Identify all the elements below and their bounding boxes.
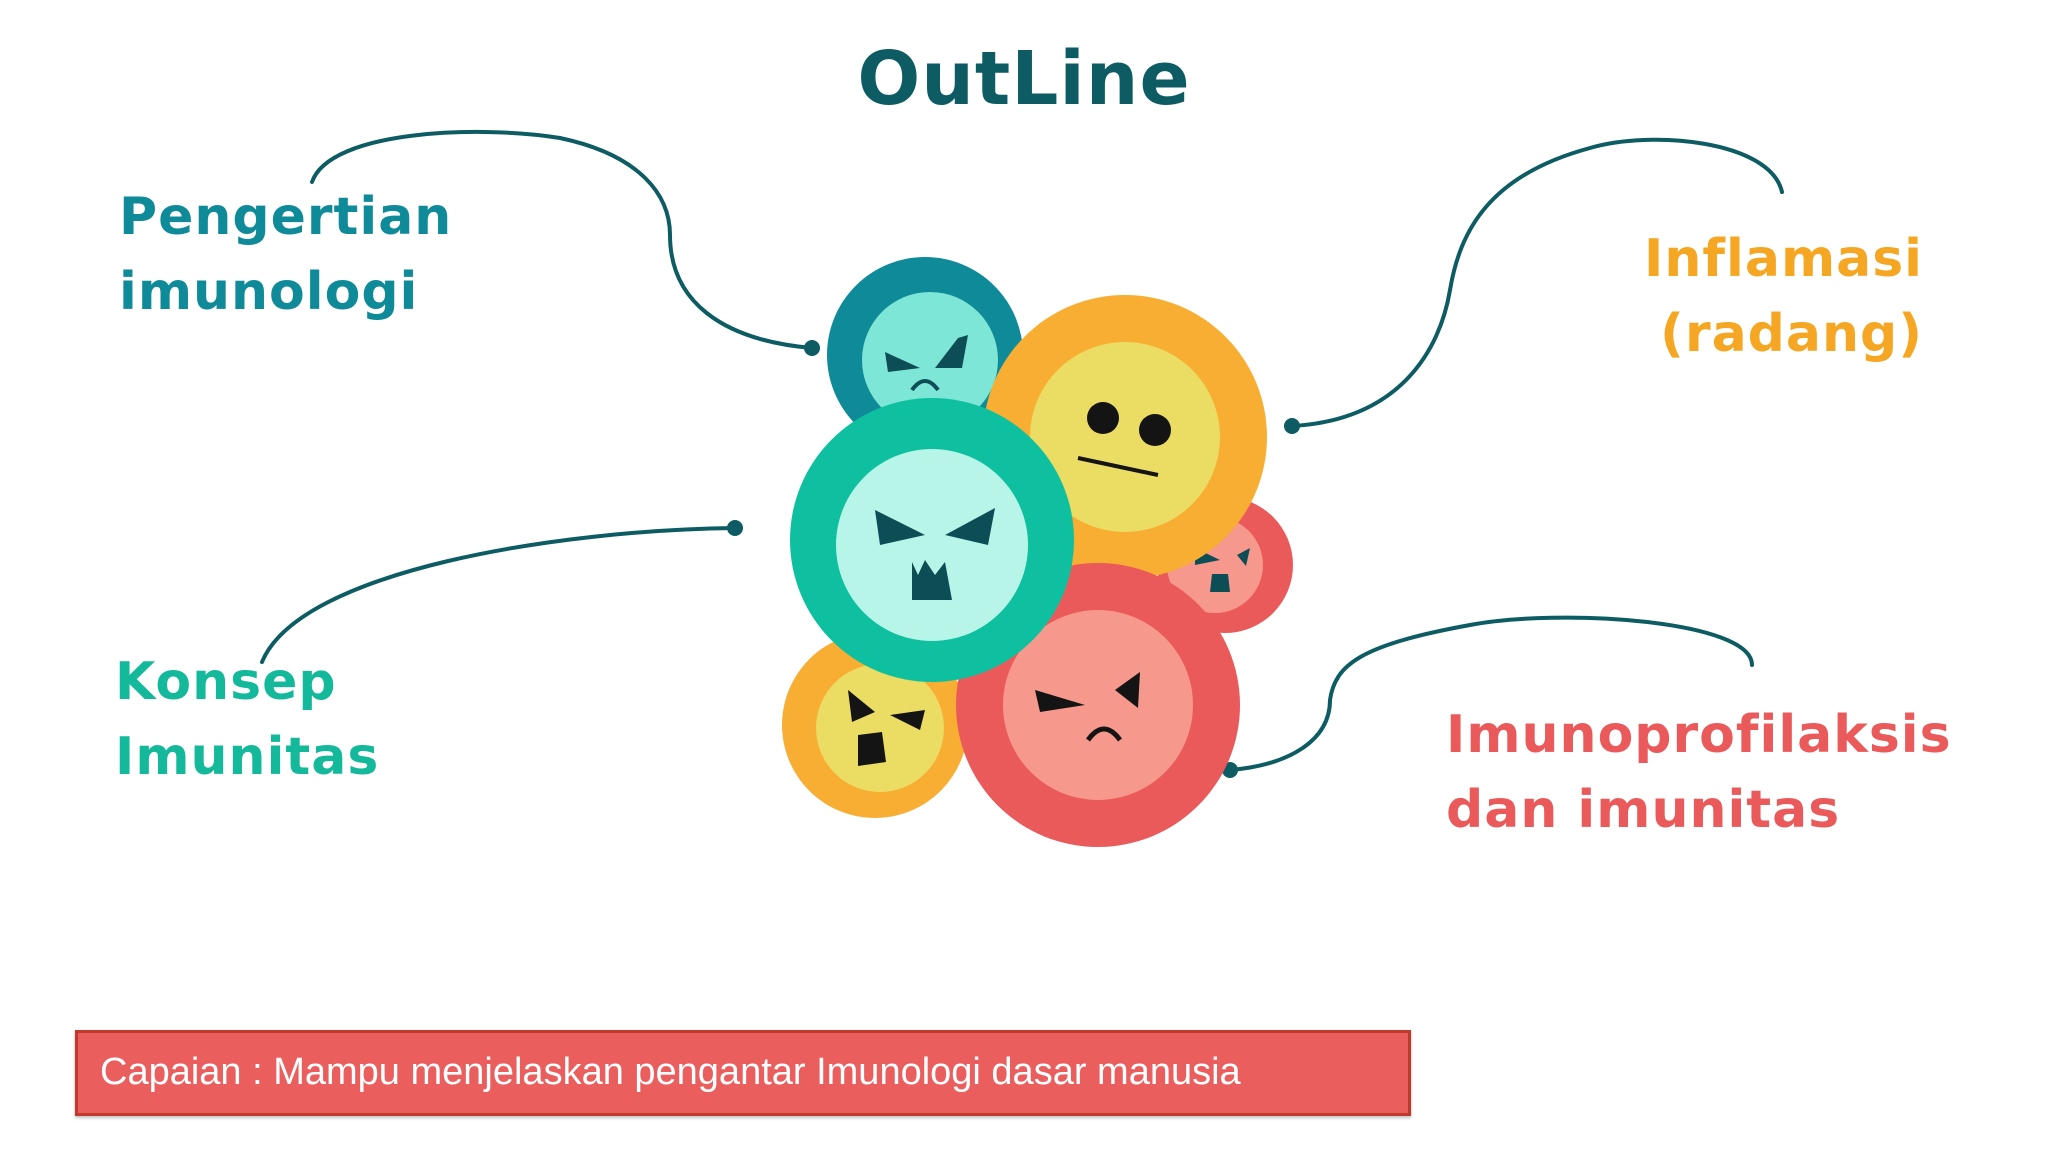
topic-konsep-imunitas: Konsep Imunitas [115,645,379,795]
germ-yellow-neutral [983,295,1267,579]
connector-dot [804,340,820,356]
learning-outcome-text: Capaian : Mampu menjelaskan pengantar Im… [100,1051,1241,1093]
learning-outcome-banner: Capaian : Mampu menjelaskan pengantar Im… [75,1030,1411,1116]
connector-dot [727,520,743,536]
topic-line: Konsep [115,652,337,712]
connector-line [260,526,737,664]
page-title: OutLine [857,36,1191,122]
germ-teal-top [827,257,1023,453]
topic-line: Imunitas [115,727,380,787]
topic-pengertian-imunologi: Pengertian imunologi [119,180,452,330]
topic-line: Pengertian [119,187,453,247]
topic-line: imunologi [119,262,419,322]
connector-line [310,129,814,350]
topic-line: Imunoprofilaksis [1446,705,1952,765]
topic-line: (radang) [1660,304,1923,364]
topic-line: dan imunitas [1446,780,1841,840]
connector-line [1228,615,1754,772]
topic-line: Inflamasi [1644,229,1923,289]
connector-line [1290,137,1784,428]
germ-green-front [790,398,1074,682]
connector-dot [1284,418,1300,434]
topic-inflamasi: Inflamasi (radang) [1644,222,1923,372]
topic-imunoprofilaksis: Imunoprofilaksis dan imunitas [1446,698,1952,848]
